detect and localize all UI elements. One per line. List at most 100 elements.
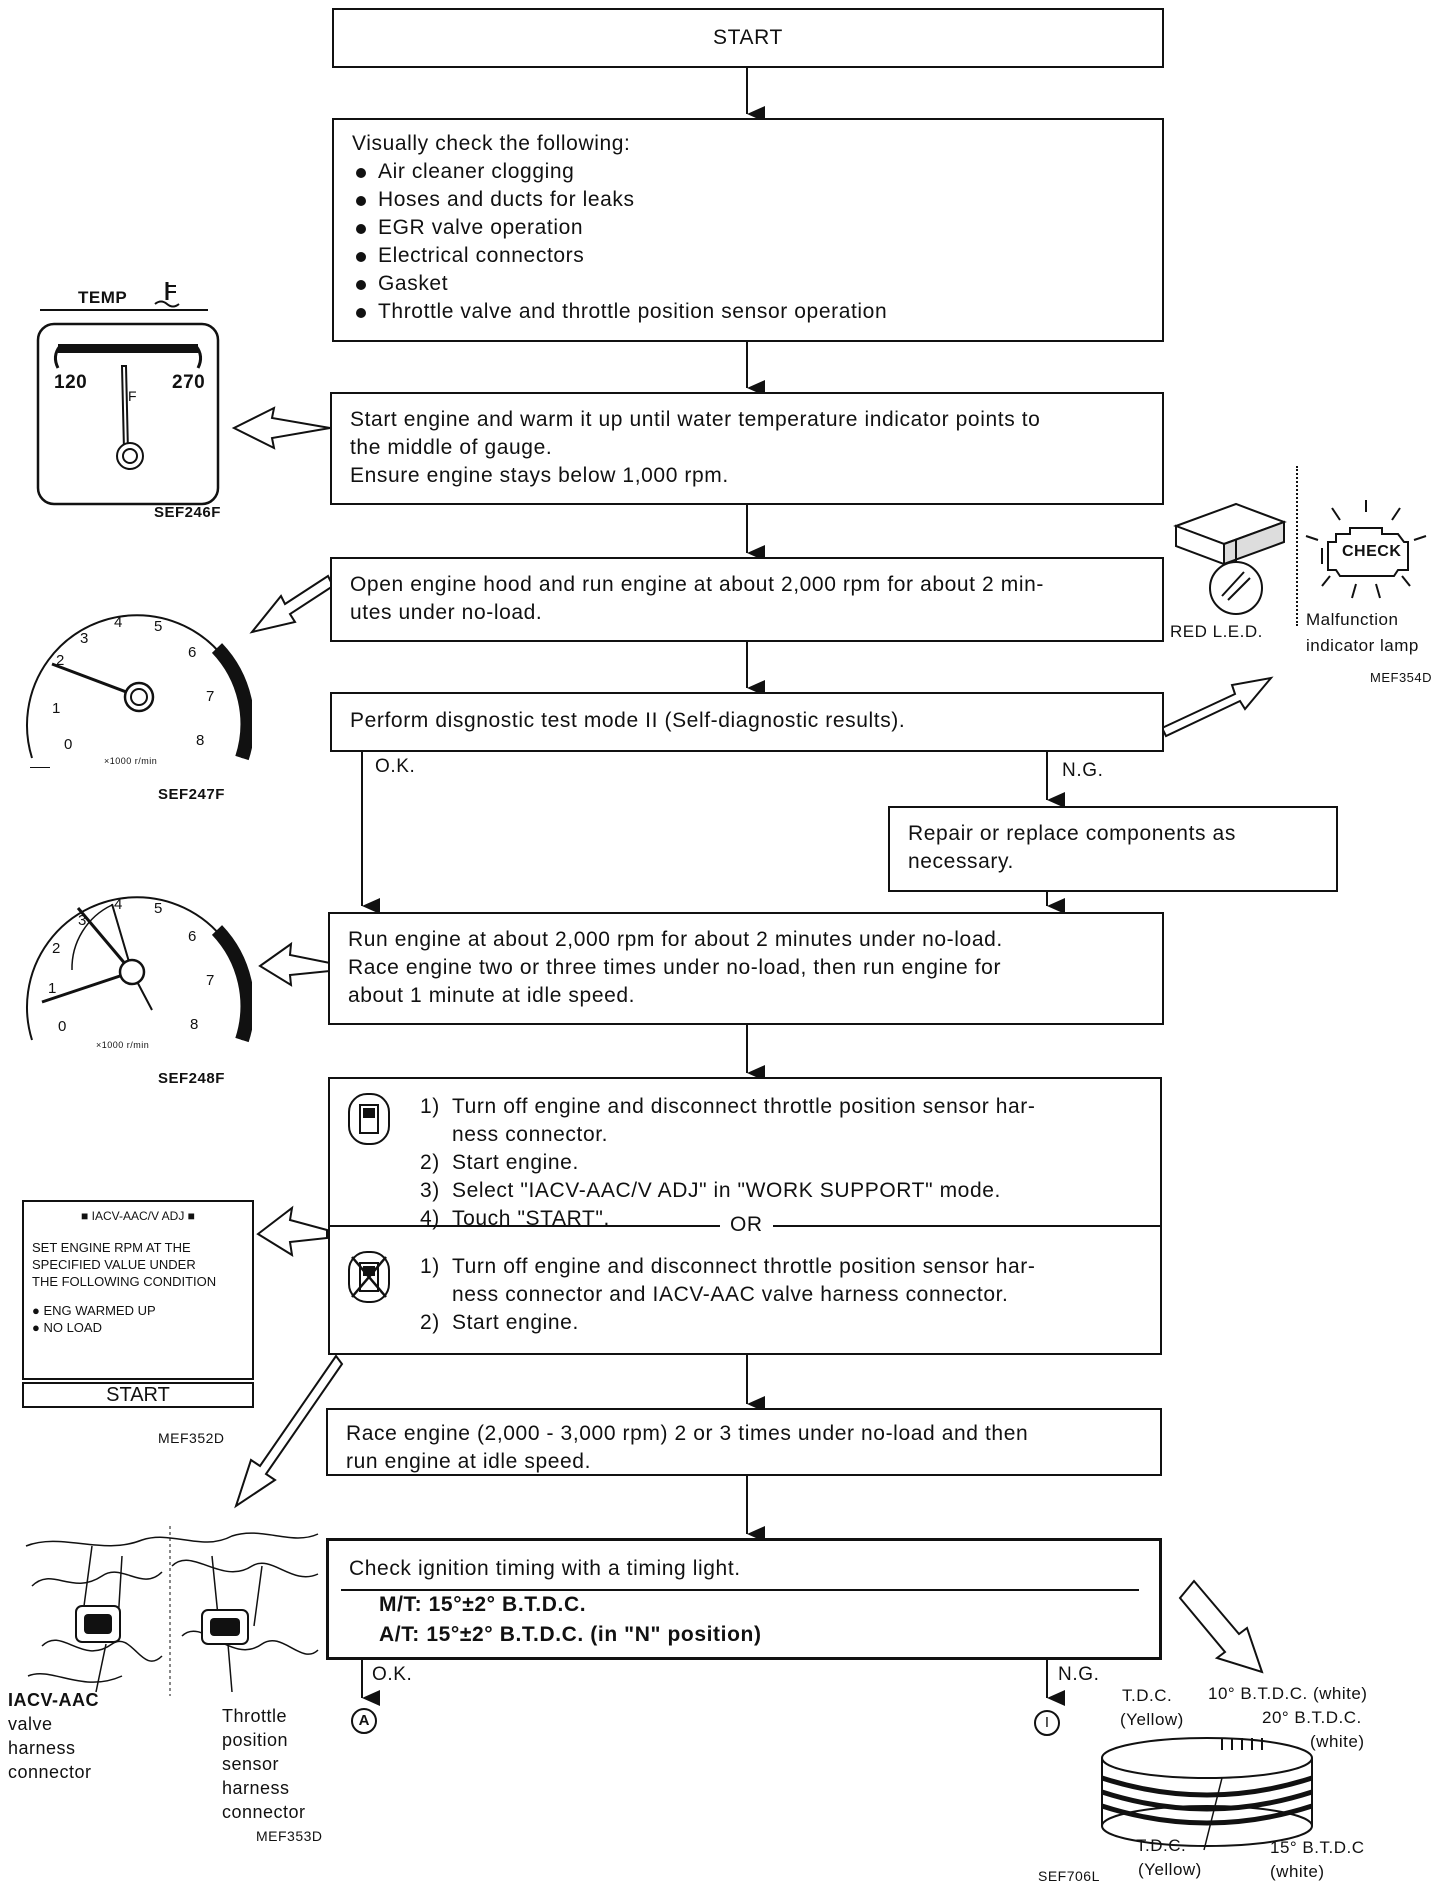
tach2-tick-3: 3 <box>78 912 87 929</box>
tach1-tick-5: 5 <box>154 618 163 635</box>
screen-line2: SPECIFIED VALUE UNDER <box>32 1257 196 1272</box>
iacv-label-4: connector <box>8 1762 92 1782</box>
connector-i: I <box>1034 1710 1060 1736</box>
iacv-label-3: harness <box>8 1738 76 1758</box>
list-item: EGR valve operation <box>352 214 1144 242</box>
connector-a: A <box>351 1708 377 1734</box>
temp-low: 120 <box>54 372 88 393</box>
start-label: START <box>713 26 783 49</box>
tach2-unit: ×1000 r/min <box>96 1040 150 1050</box>
engine-check-icon <box>1305 500 1427 599</box>
temp-high: 270 <box>172 372 206 393</box>
list-item: 1)Turn off engine and disconnect throttl… <box>420 1255 1036 1306</box>
screen-line1: SET ENGINE RPM AT THE <box>32 1240 191 1255</box>
screen-item1: ● ENG WARMED UP <box>32 1303 156 1318</box>
tach1-tick-2: 2 <box>56 652 65 669</box>
tach2-tick-1: 1 <box>48 980 57 997</box>
visual-check-list: Air cleaner clogging Hoses and ducts for… <box>352 158 1144 326</box>
idle-adjust-box: 1)Turn off engine and disconnect throttl… <box>328 1077 1162 1355</box>
tach1-tick-8: 8 <box>196 732 205 749</box>
list-item: Throttle valve and throttle position sen… <box>352 298 1144 326</box>
screen-start-button[interactable]: START <box>22 1382 254 1408</box>
temp-gauge <box>36 322 220 506</box>
ok-label-1: O.K. <box>375 756 416 777</box>
tach2-tick-7: 7 <box>206 972 215 989</box>
race-engine-box: Race engine (2,000 - 3,000 rpm) 2 or 3 t… <box>326 1408 1162 1476</box>
tdc-top: T.D.C. <box>1122 1686 1173 1705</box>
ignition-divider <box>341 1589 1139 1591</box>
run-engine-line3: about 1 minute at idle speed. <box>348 984 636 1007</box>
tach1-tick-1: 1 <box>52 700 61 717</box>
mil-label-2: indicator lamp <box>1306 636 1419 655</box>
ng-label-2: N.G. <box>1058 1664 1100 1685</box>
white-20: (white) <box>1310 1732 1365 1751</box>
ng-label-1: N.G. <box>1062 760 1104 781</box>
ecu-icon <box>1173 502 1287 615</box>
run-engine-line2: Race engine two or three times under no-… <box>348 956 1002 979</box>
screen-line3: THE FOLLOWING CONDITION <box>32 1274 217 1289</box>
yellow-bottom: (Yellow) <box>1138 1860 1202 1879</box>
iacv-label-1: IACV-AAC <box>8 1690 100 1710</box>
tps-label-3: sensor <box>222 1754 280 1774</box>
tach1-tick-6: 6 <box>188 644 197 661</box>
consult-icon <box>348 1093 390 1145</box>
tps-label-1: Throttle <box>222 1706 288 1726</box>
tach1-tick-7: 7 <box>206 688 215 705</box>
temp-header-rule <box>40 309 208 311</box>
pulley-code: SEF706L <box>1038 1868 1100 1884</box>
visual-check-title: Visually check the following: <box>352 132 631 155</box>
tps-label-2: position <box>222 1730 289 1750</box>
warm-up-line3: Ensure engine stays below 1,000 rpm. <box>350 464 729 487</box>
ok-label-2: O.K. <box>372 1664 413 1685</box>
tdc-bottom: T.D.C. <box>1136 1836 1187 1855</box>
repair-line1: Repair or replace components as <box>908 822 1236 845</box>
screen-title: ■ IACV-AAC/V ADJ ■ <box>81 1209 195 1223</box>
harness-code: MEF353D <box>256 1828 323 1844</box>
open-hood-line1: Open engine hood and run engine at about… <box>350 573 1044 596</box>
iacv-label-2: valve <box>8 1714 53 1734</box>
run-engine-line1: Run engine at about 2,000 rpm for about … <box>348 928 1003 951</box>
tach2-tick-0: 0 <box>58 1018 67 1035</box>
mil-label-1: Malfunction <box>1306 610 1399 629</box>
tach2-tick-5: 5 <box>154 900 163 917</box>
consult-screen: ■ IACV-AAC/V ADJ ■ SET ENGINE RPM AT THE… <box>22 1200 254 1380</box>
list-item: Electrical connectors <box>352 242 1144 270</box>
screen-item2: ● NO LOAD <box>32 1320 102 1335</box>
engine-harness-illustration <box>25 1526 319 1696</box>
tach1-tick-3: 3 <box>80 630 89 647</box>
thermometer-icon <box>154 282 180 308</box>
tps-label-4: harness <box>222 1778 290 1798</box>
tach2-tick-4: 4 <box>114 896 123 913</box>
list-item: 3)Select "IACV-AAC/V ADJ" in "WORK SUPPO… <box>420 1179 1001 1202</box>
temp-label: TEMP <box>78 288 128 307</box>
tachometer-2 <box>26 896 252 1043</box>
mil-code: MEF354D <box>1370 670 1433 685</box>
btdc-10: 10° B.T.D.C. (white) <box>1208 1684 1368 1703</box>
tach2-tick-2: 2 <box>52 940 61 957</box>
btdc-20: 20° B.T.D.C. <box>1262 1708 1362 1727</box>
tach2-tick-6: 6 <box>188 928 197 945</box>
tach1-tick-0: 0 <box>64 736 73 753</box>
consult-steps: 1)Turn off engine and disconnect throttl… <box>420 1093 1036 1233</box>
open-hood-box: Open engine hood and run engine at about… <box>330 557 1164 642</box>
check-label: CHECK <box>1342 543 1402 560</box>
list-item: 1)Turn off engine and disconnect throttl… <box>420 1095 1036 1146</box>
ignition-title: Check ignition timing with a timing ligh… <box>349 1557 741 1580</box>
warm-up-box: Start engine and warm it up until water … <box>330 392 1164 505</box>
tps-label-5: connector <box>222 1802 306 1822</box>
tach1-unit: ×1000 r/min <box>104 756 158 766</box>
tach2-code: SEF248F <box>158 1070 225 1087</box>
tach2-tick-8: 8 <box>190 1016 199 1033</box>
race-engine-line1: Race engine (2,000 - 3,000 rpm) 2 or 3 t… <box>346 1422 1029 1445</box>
list-item: Hoses and ducts for leaks <box>352 186 1144 214</box>
tach1-code: SEF247F <box>158 786 225 803</box>
list-item: 2)Start engine. <box>420 1151 579 1174</box>
warm-up-line2: the middle of gauge. <box>350 436 553 459</box>
yellow-top: (Yellow) <box>1120 1710 1184 1729</box>
temp-f: F <box>128 388 138 404</box>
list-item: 4)Touch "START". <box>420 1207 610 1230</box>
diag-mode-label: Perform disgnostic test mode II (Self-di… <box>350 709 906 732</box>
ignition-mt: M/T: 15°±2° B.T.D.C. <box>379 1593 587 1616</box>
open-hood-line2: utes under no-load. <box>350 601 543 624</box>
